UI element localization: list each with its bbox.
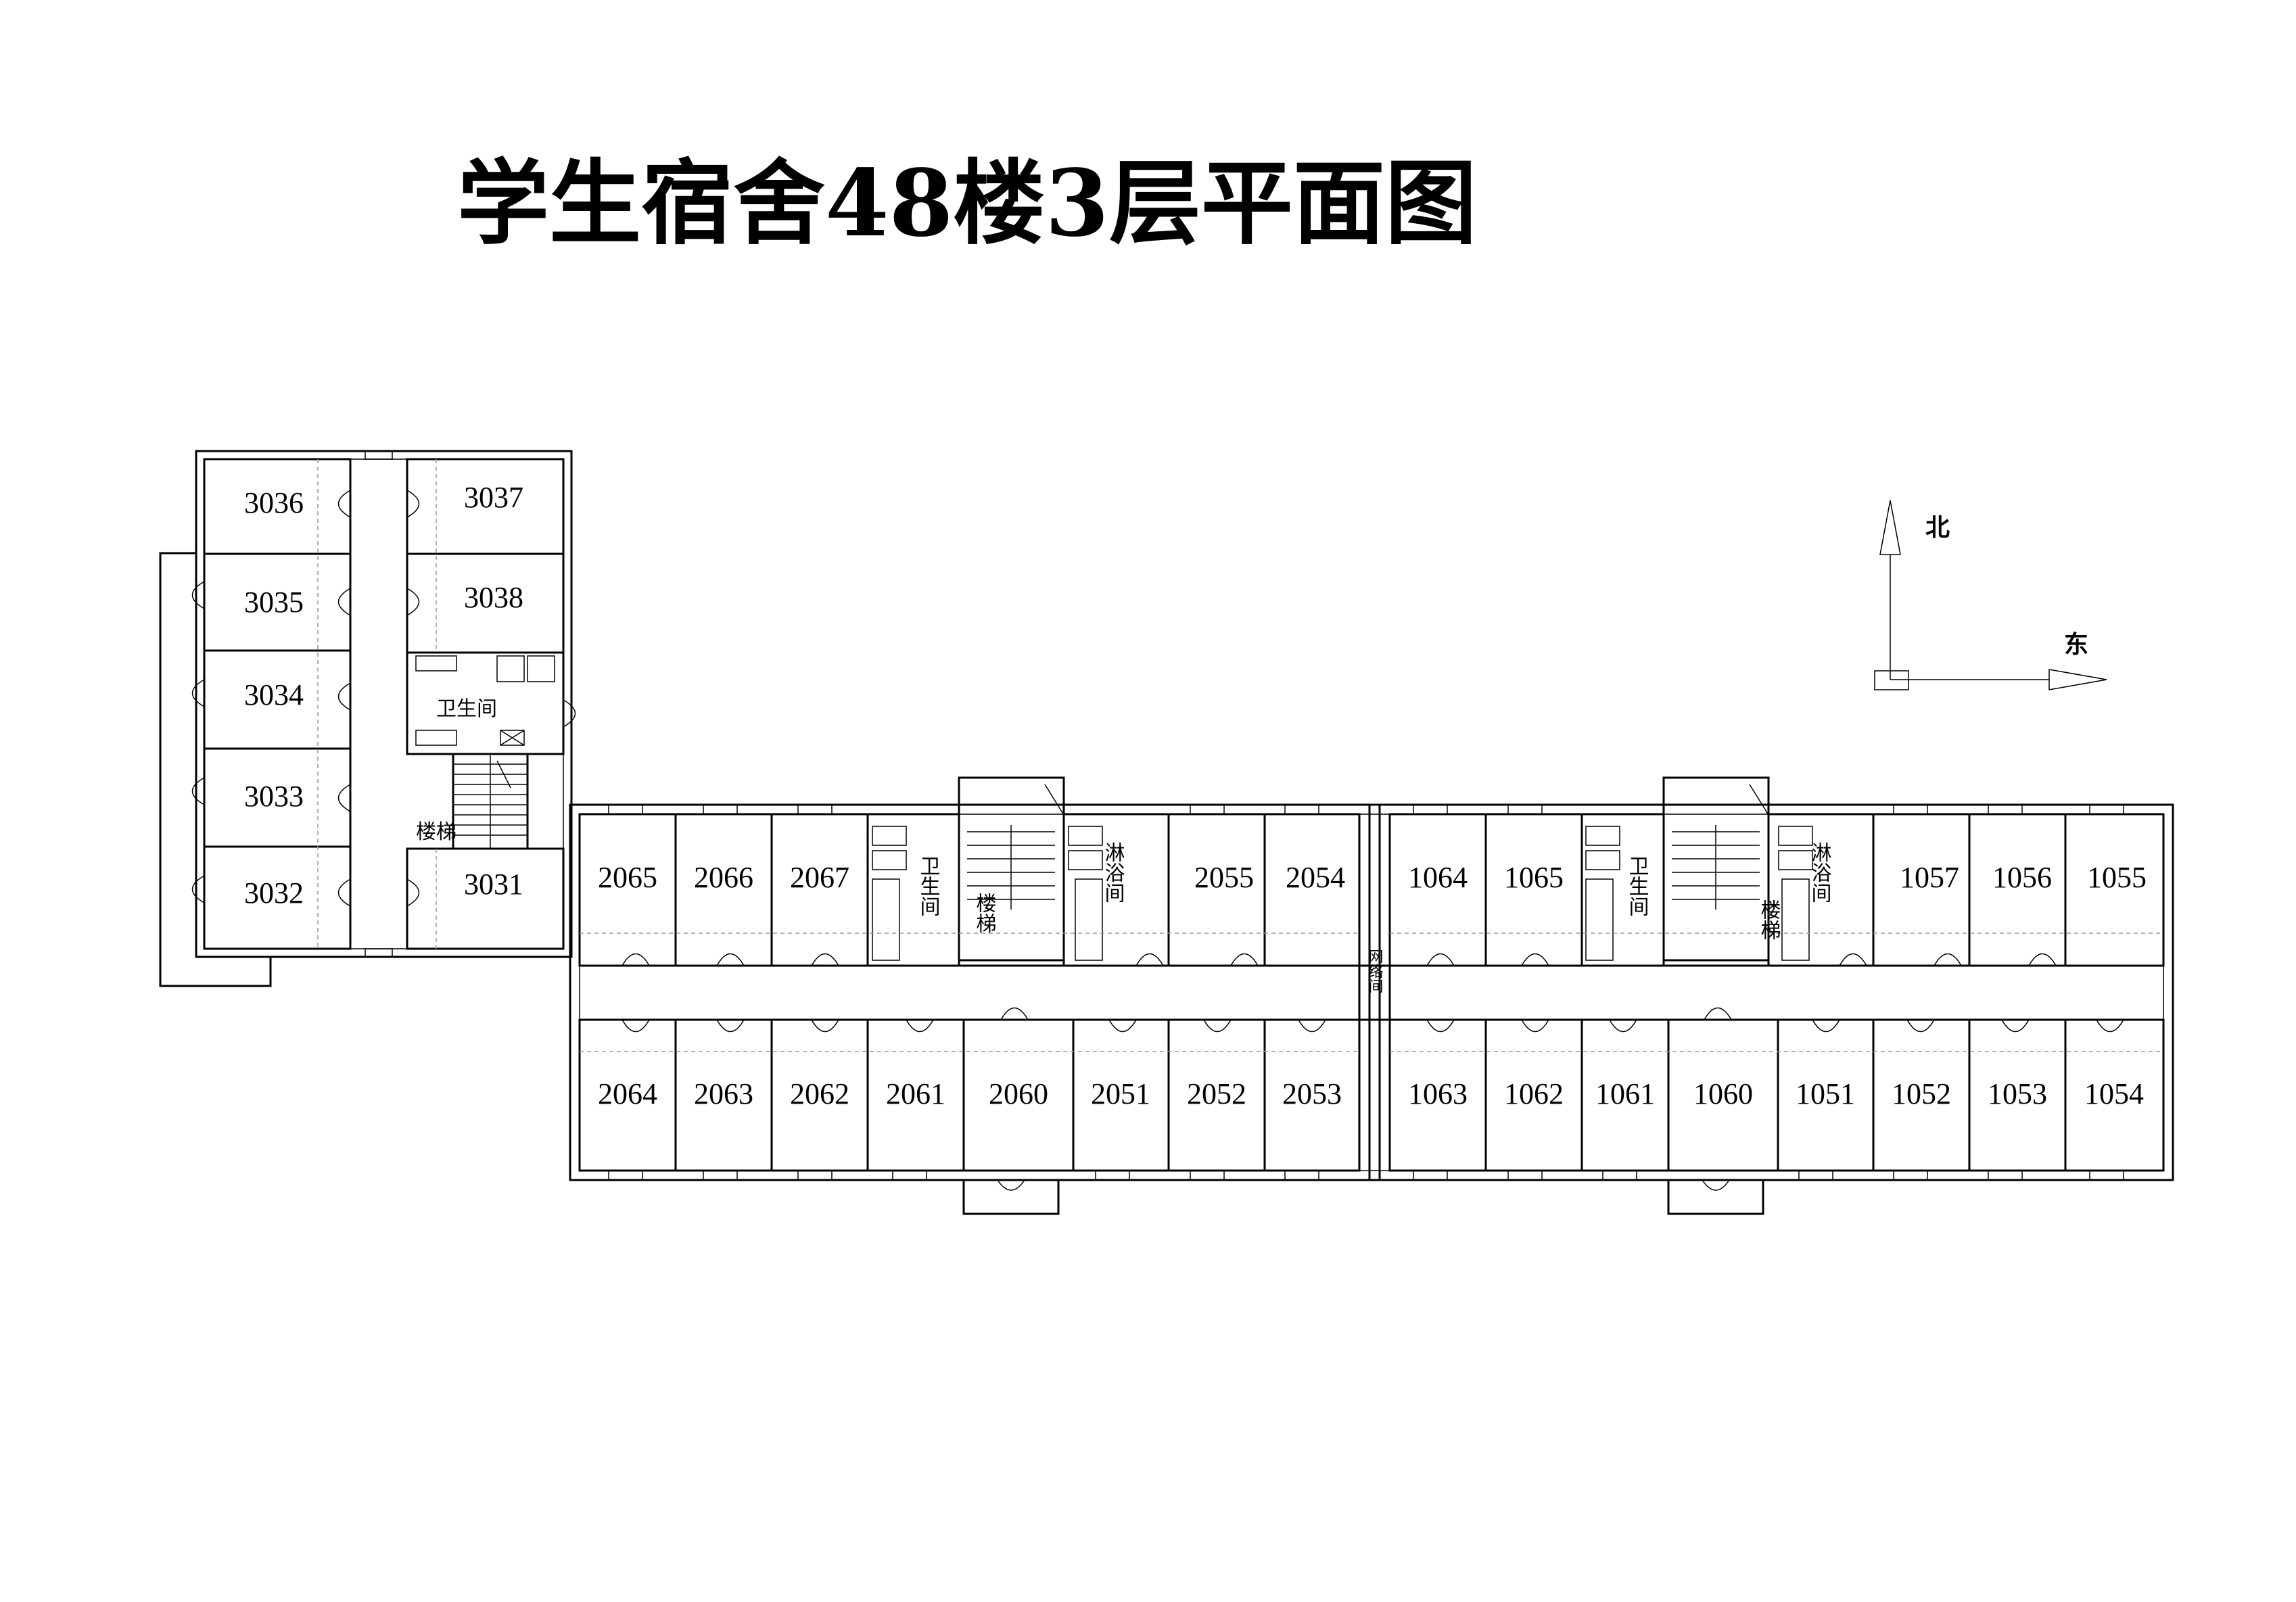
room-2060: 2060 [989,1077,1048,1110]
room-3033: 3033 [244,780,304,813]
room-1052: 1052 [1892,1077,1951,1110]
dashed-lines [580,933,2163,1052]
room-2066: 2066 [694,861,753,894]
stair-treads [967,784,1769,910]
plan-title: 学生宿舍48楼3层平面图 [457,149,1477,258]
shower-label-1: 淋浴间 [1101,842,1125,903]
toilet-label-2: 卫生间 [1625,855,1649,916]
toilet-label-west: 卫生间 [436,697,497,721]
stairs-label-west: 楼梯 [416,820,456,844]
room-3038: 3038 [464,581,523,614]
room-3031: 3031 [464,868,523,901]
room-1064: 1064 [1408,861,1468,894]
room-3032: 3032 [244,876,304,910]
room-2064: 2064 [598,1077,657,1110]
door-arcs [622,953,2124,1191]
room-1055: 1055 [2087,861,2147,894]
room-2067: 2067 [790,861,849,894]
network-label: 网络间 [1366,949,1384,993]
room-1057: 1057 [1900,861,1959,894]
room-3037: 3037 [464,481,523,514]
main-building [569,776,2174,1215]
room-1051: 1051 [1796,1077,1855,1110]
room-2062: 2062 [790,1077,849,1110]
shower-label-2: 淋浴间 [1808,842,1831,903]
room-2055: 2055 [1194,861,1254,894]
stairs-label-1: 楼梯 [973,893,997,933]
room-1060: 1060 [1693,1077,1753,1110]
room-1056: 1056 [1992,861,2052,894]
windows-north [608,804,2124,815]
stairs-label-2: 楼梯 [1757,899,1781,940]
room-2065: 2065 [598,861,657,894]
room-2052: 2052 [1187,1077,1246,1110]
room-3035: 3035 [244,586,304,619]
room-1062: 1062 [1504,1077,1564,1110]
east-label: 东 [2064,631,2088,659]
windows-south [608,1170,2124,1181]
toilet-label-1: 卫生间 [916,855,940,916]
room-2051: 2051 [1091,1077,1150,1110]
room-1061: 1061 [1595,1077,1655,1110]
room-1065: 1065 [1504,861,1564,894]
room-2053: 2053 [1282,1077,1342,1110]
north-label: 北 [1925,514,1950,542]
west-wing [159,450,576,987]
compass: 北 东 [1874,500,2107,690]
fixtures [872,826,1813,961]
room-1054: 1054 [2084,1077,2144,1110]
room-2061: 2061 [886,1077,945,1110]
room-3036: 3036 [244,486,304,519]
room-1063: 1063 [1408,1077,1468,1110]
room-1053: 1053 [1988,1077,2047,1110]
room-2054: 2054 [1286,861,1345,894]
room-2063: 2063 [694,1077,753,1110]
room-3034: 3034 [244,678,304,711]
